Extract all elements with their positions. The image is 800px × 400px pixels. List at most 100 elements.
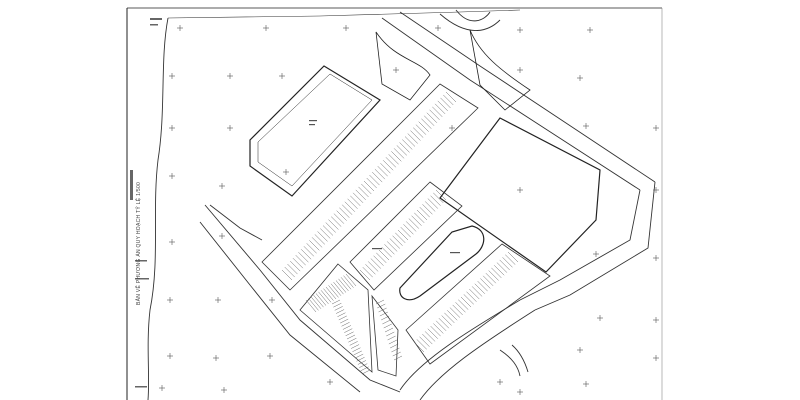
lot-line	[416, 339, 427, 350]
block-label-park-2	[309, 124, 315, 126]
lot-strip-2	[349, 181, 463, 291]
lot-line	[325, 286, 337, 300]
lot-line	[370, 258, 382, 269]
lot-line	[356, 357, 365, 362]
lot-line	[460, 296, 472, 308]
lot-line	[317, 231, 328, 242]
lot-line	[284, 266, 295, 278]
lot-line	[331, 299, 341, 305]
lot-line	[415, 124, 427, 135]
road-northeast-outer	[399, 11, 656, 183]
lot-line	[292, 257, 304, 269]
lot-line	[397, 229, 409, 241]
lot-line	[295, 255, 306, 266]
lot-line	[421, 118, 432, 129]
lot-line	[376, 252, 387, 264]
lot-line	[358, 186, 369, 198]
lot-line	[405, 221, 417, 232]
lot-line	[355, 189, 366, 201]
sheet-frame	[126, 7, 663, 400]
lot-line	[348, 337, 357, 343]
lot-line	[361, 183, 372, 195]
lot-line	[477, 280, 488, 292]
lot-line	[380, 163, 391, 174]
lot-line	[328, 219, 339, 230]
lot-line	[407, 133, 418, 144]
block-north-east	[469, 29, 531, 111]
lot-line	[426, 112, 438, 123]
lot-line	[441, 315, 452, 326]
lot-line	[361, 369, 371, 375]
lot-line	[391, 151, 402, 162]
lot-line	[438, 318, 450, 329]
lot-line	[392, 235, 403, 246]
lot-line	[341, 204, 353, 215]
lot-line	[432, 106, 443, 117]
lot-line	[382, 160, 394, 171]
lot-line	[393, 355, 403, 361]
lot-line	[314, 234, 325, 245]
roads	[199, 9, 656, 400]
lot-line	[427, 328, 438, 339]
lot-line	[435, 189, 447, 201]
lot-line	[349, 341, 358, 346]
lot-line	[386, 331, 395, 337]
block-open-east	[439, 117, 601, 273]
lot-line	[485, 273, 497, 284]
lot-line	[452, 304, 463, 316]
lot-line	[350, 344, 360, 349]
lot-line	[352, 347, 361, 352]
lot-line	[402, 139, 413, 150]
lot-line	[396, 145, 407, 156]
lot-line	[320, 228, 331, 239]
lot-line	[443, 94, 454, 106]
lot-line	[444, 312, 455, 324]
road-east-outer	[534, 181, 656, 311]
lot-line	[309, 240, 320, 251]
lot-line	[308, 298, 319, 311]
lot-line	[410, 130, 421, 141]
lot-line	[287, 263, 298, 275]
lot-line	[325, 222, 336, 233]
lot-line	[353, 350, 362, 356]
lot-line	[365, 264, 376, 275]
margin-note-top-2	[150, 24, 158, 26]
lot-line	[418, 121, 429, 132]
lot-line	[377, 303, 386, 309]
lot-line	[339, 207, 350, 218]
lot-line	[310, 296, 322, 309]
block-park-northwest-inner	[257, 73, 373, 187]
lot-line	[445, 91, 457, 103]
road-junction-top-2	[455, 9, 491, 22]
lot-line	[381, 315, 390, 321]
lot-line	[422, 333, 433, 345]
lot-line	[447, 310, 458, 321]
road-spur	[511, 344, 529, 373]
lot-line	[333, 213, 345, 224]
lot-line	[424, 331, 436, 342]
lot-line	[350, 195, 361, 206]
lot-strip-4	[299, 263, 373, 373]
margin-note-c	[135, 386, 147, 388]
road-south-outer	[419, 309, 536, 400]
lot-line	[340, 277, 352, 290]
lot-line	[381, 246, 392, 258]
lot-line	[499, 259, 510, 271]
lot-line	[427, 198, 439, 209]
margin-notes	[130, 18, 162, 388]
lot-line	[387, 335, 396, 341]
lot-line	[395, 232, 406, 244]
lot-line	[494, 265, 505, 276]
lot-line	[373, 255, 384, 266]
lot-line	[322, 225, 334, 236]
lot-line	[455, 302, 466, 313]
lot-line	[306, 243, 317, 254]
lot-line	[300, 249, 312, 260]
lot-line	[363, 180, 375, 192]
lot-line	[471, 286, 483, 297]
lot-line	[345, 331, 354, 337]
lot-line	[303, 246, 315, 257]
lot-line	[391, 347, 400, 353]
lot-line	[435, 320, 447, 331]
